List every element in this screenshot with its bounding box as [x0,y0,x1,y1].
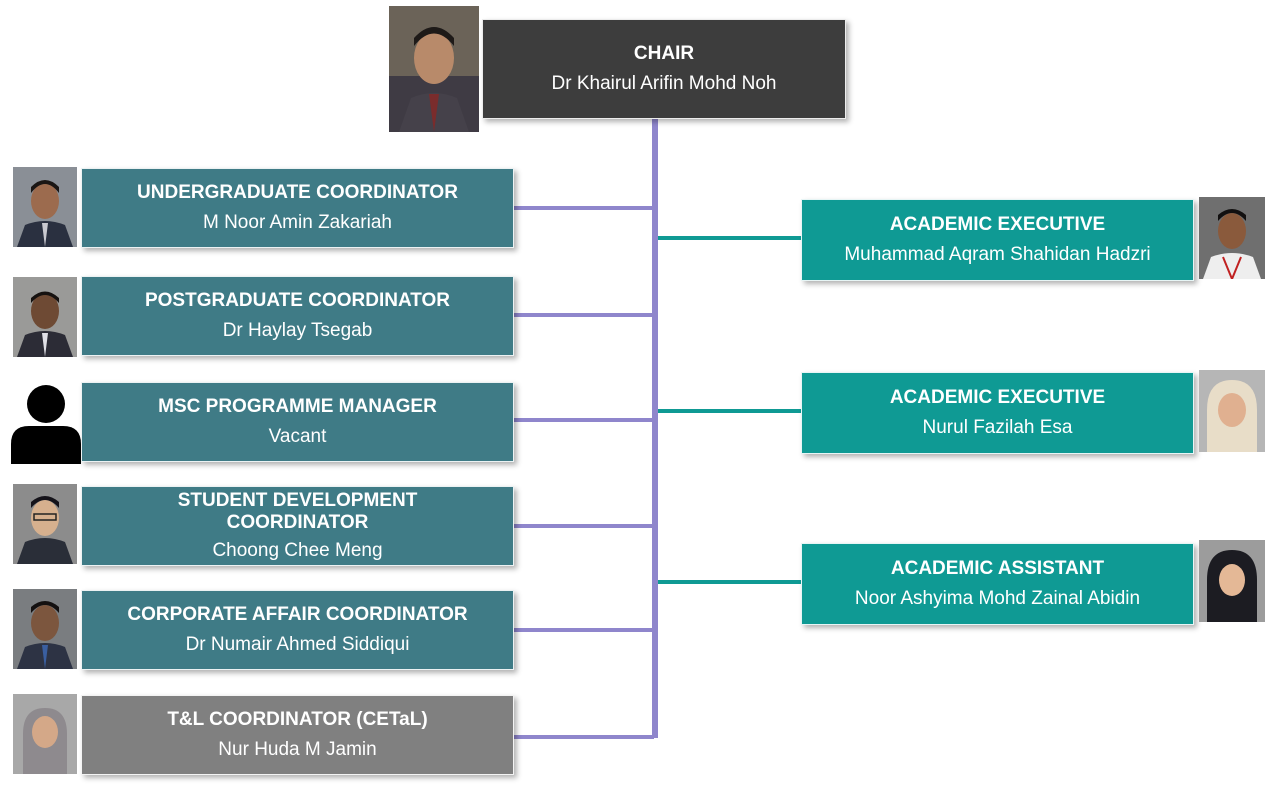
academic-executive-1-photo [1199,197,1265,279]
student-development-coordinator-photo [13,484,77,564]
trunk-connector [652,118,658,738]
tl-coordinator-name: Nur Huda M Jamin [218,739,377,760]
msc-programme-manager-name: Vacant [268,426,327,447]
academic-executive-1-box: ACADEMIC EXECUTIVE Muhammad Aqram Shahid… [801,199,1194,281]
postgraduate-coordinator-photo [13,277,77,357]
tl-coordinator-box: T&L COORDINATOR (CETaL) Nur Huda M Jamin [81,695,514,775]
academic-executive-2-box: ACADEMIC EXECUTIVE Nurul Fazilah Esa [801,372,1194,454]
person-silhouette-icon [9,382,83,464]
tl-coordinator-photo [13,694,77,774]
connector-right-1 [658,236,803,240]
student-development-coordinator-name: Choong Chee Meng [212,540,383,561]
student-development-coordinator-title: STUDENT DEVELOPMENT COORDINATOR [177,490,418,533]
academic-assistant-photo [1199,540,1265,622]
chair-box: CHAIR Dr Khairul Arifin Mohd Noh [482,19,846,119]
academic-assistant-title: ACADEMIC ASSISTANT [890,558,1105,579]
academic-assistant-name: Noor Ashyima Mohd Zainal Abidin [854,588,1141,609]
connector-left-4 [512,524,654,528]
connector-right-2 [658,409,803,413]
undergraduate-coordinator-name: M Noor Amin Zakariah [202,212,392,233]
connector-left-2 [512,313,654,317]
corporate-affair-coordinator-name: Dr Numair Ahmed Siddiqui [185,634,410,655]
chair-title: CHAIR [633,43,695,64]
postgraduate-coordinator-name: Dr Haylay Tsegab [222,320,373,341]
connector-left-3 [512,418,654,422]
postgraduate-coordinator-title: POSTGRADUATE COORDINATOR [144,290,451,311]
academic-executive-1-title: ACADEMIC EXECUTIVE [889,214,1106,235]
undergraduate-coordinator-photo [13,167,77,247]
connector-left-1 [512,206,654,210]
msc-programme-manager-box: MSC PROGRAMME MANAGER Vacant [81,382,514,462]
connector-right-3 [658,580,803,584]
corporate-affair-coordinator-box: CORPORATE AFFAIR COORDINATOR Dr Numair A… [81,590,514,670]
undergraduate-coordinator-box: UNDERGRADUATE COORDINATOR M Noor Amin Za… [81,168,514,248]
academic-executive-2-photo [1199,370,1265,452]
msc-programme-manager-title: MSC PROGRAMME MANAGER [158,396,437,417]
corporate-affair-coordinator-title: CORPORATE AFFAIR COORDINATOR [127,604,468,625]
academic-assistant-box: ACADEMIC ASSISTANT Noor Ashyima Mohd Zai… [801,543,1194,625]
tl-coordinator-title: T&L COORDINATOR (CETaL) [167,709,428,730]
chair-photo [389,6,479,132]
connector-left-5 [512,628,654,632]
corporate-affair-coordinator-photo [13,589,77,669]
connector-left-6 [512,735,654,739]
academic-executive-2-title: ACADEMIC EXECUTIVE [889,387,1106,408]
academic-executive-1-name: Muhammad Aqram Shahidan Hadzri [844,244,1151,265]
postgraduate-coordinator-box: POSTGRADUATE COORDINATOR Dr Haylay Tsega… [81,276,514,356]
student-development-coordinator-box: STUDENT DEVELOPMENT COORDINATOR Choong C… [81,486,514,566]
academic-executive-2-name: Nurul Fazilah Esa [922,417,1073,438]
undergraduate-coordinator-title: UNDERGRADUATE COORDINATOR [137,182,458,203]
chair-name: Dr Khairul Arifin Mohd Noh [551,73,777,94]
